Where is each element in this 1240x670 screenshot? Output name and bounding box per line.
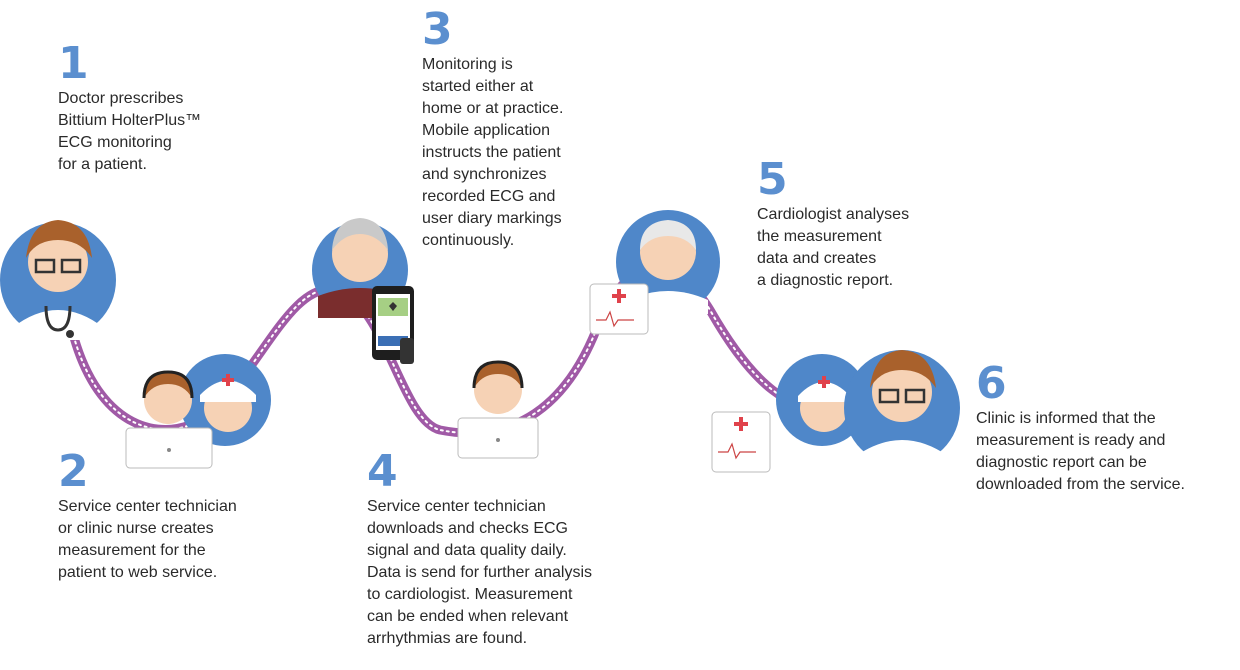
step-number: 5 bbox=[757, 154, 788, 205]
ecg-report-icon bbox=[589, 283, 649, 335]
step-number: 3 bbox=[422, 4, 453, 55]
ecg-report-icon-2 bbox=[711, 411, 771, 473]
technician-icon bbox=[125, 370, 213, 469]
clinic-doctor-icon bbox=[844, 350, 960, 466]
technician-icon-2 bbox=[457, 360, 539, 459]
step-number: 1 bbox=[58, 38, 89, 89]
mobile-phone-icon bbox=[372, 286, 414, 364]
step-number: 6 bbox=[976, 358, 1007, 409]
clinic-nurse-icon bbox=[776, 354, 868, 446]
step-number: 4 bbox=[367, 446, 398, 497]
doctor-icon bbox=[0, 220, 116, 340]
step-number: 2 bbox=[58, 446, 89, 497]
nurse-icon bbox=[179, 354, 271, 446]
